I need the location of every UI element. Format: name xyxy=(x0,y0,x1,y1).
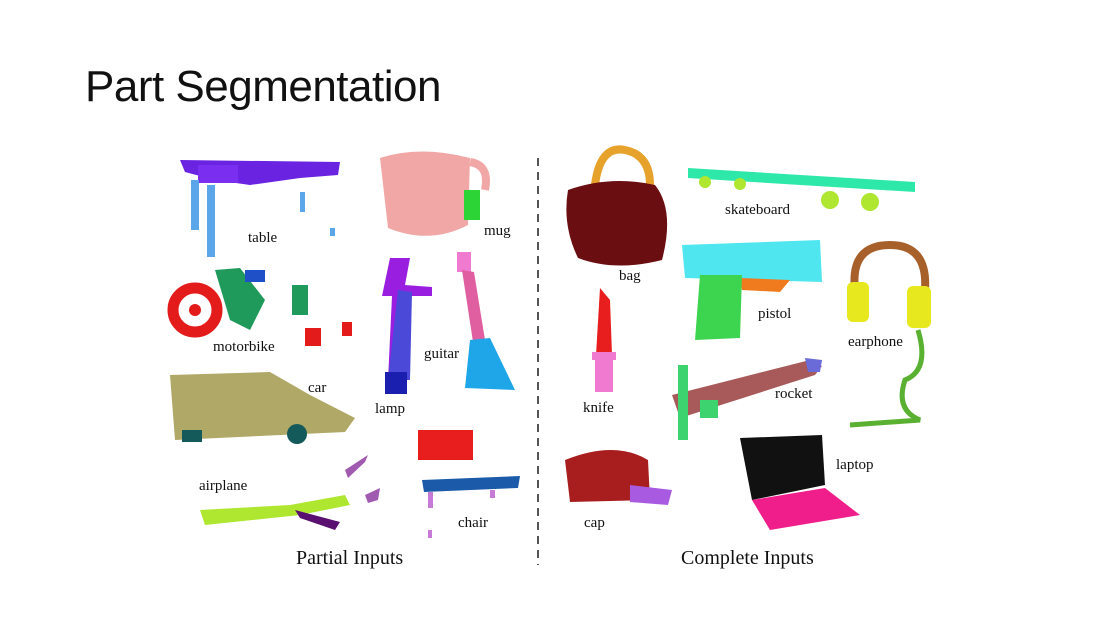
slide-title: Part Segmentation xyxy=(85,62,441,111)
label-rocket: rocket xyxy=(775,386,813,402)
label-table: table xyxy=(248,230,278,246)
table-pointcloud xyxy=(180,160,340,257)
label-chair: chair xyxy=(458,515,488,531)
car-pointcloud xyxy=(170,372,355,444)
label-airplane: airplane xyxy=(199,478,248,494)
rocket-pointcloud xyxy=(672,358,822,440)
label-laptop: laptop xyxy=(836,457,874,473)
label-mug: mug xyxy=(484,223,511,239)
motorbike-pointcloud xyxy=(167,268,352,346)
label-motorbike: motorbike xyxy=(213,339,275,355)
skateboard-pointcloud xyxy=(688,168,915,211)
label-knife: knife xyxy=(583,400,614,416)
label-lamp: lamp xyxy=(375,401,405,417)
bag-pointcloud xyxy=(566,145,668,266)
partial-inputs-caption: Partial Inputs xyxy=(296,547,404,569)
label-car: car xyxy=(308,380,327,396)
lamp-pointcloud xyxy=(382,258,432,394)
label-pistol: pistol xyxy=(758,306,792,322)
complete-inputs-caption: Complete Inputs xyxy=(681,547,814,569)
label-skateboard: skateboard xyxy=(725,202,790,218)
guitar-pointcloud xyxy=(457,252,515,390)
label-bag: bag xyxy=(619,268,641,284)
chair-pointcloud xyxy=(418,430,520,538)
mug-pointcloud xyxy=(380,151,490,236)
label-cap: cap xyxy=(584,515,605,531)
airplane-pointcloud xyxy=(200,455,380,530)
earphone-pointcloud xyxy=(847,240,931,428)
pistol-pointcloud xyxy=(682,240,822,340)
label-earphone: earphone xyxy=(848,334,903,350)
knife-pointcloud xyxy=(592,288,616,392)
label-guitar: guitar xyxy=(424,346,459,362)
cap-pointcloud xyxy=(565,450,672,505)
laptop-pointcloud xyxy=(740,435,860,530)
